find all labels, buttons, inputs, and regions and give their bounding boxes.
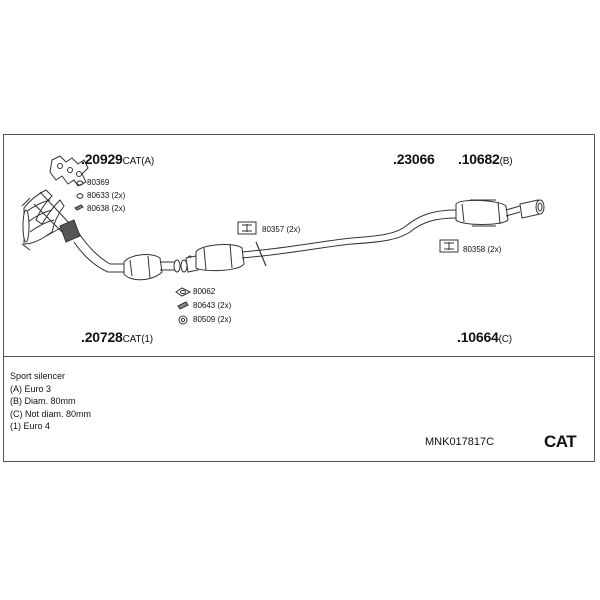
exhaust-manifold-icon bbox=[21, 189, 71, 251]
rear-silencer-icon bbox=[455, 199, 521, 227]
bolt-80638-icon bbox=[74, 204, 84, 211]
part-80633-label: 80633 (2x) bbox=[87, 191, 126, 200]
middle-silencer-icon bbox=[185, 243, 263, 273]
kit-code: MNK017817C bbox=[425, 436, 495, 448]
nut-80633-icon bbox=[76, 193, 84, 199]
hanger-80357-icon bbox=[237, 221, 257, 235]
part-80643-label: 80643 (2x) bbox=[193, 301, 232, 310]
gasket-80369-icon bbox=[76, 180, 84, 186]
diagram-frame bbox=[3, 134, 595, 462]
part-20929-label: .20929CAT(A) bbox=[81, 151, 155, 167]
part-80638-label: 80638 (2x) bbox=[87, 204, 126, 213]
connecting-pipe-icon bbox=[261, 209, 457, 257]
legend: Sport silencer (A) Euro 3 (B) Diam. 80mm… bbox=[10, 370, 91, 433]
catalytic-converter-icon bbox=[123, 254, 181, 281]
part-20728-label: .20728CAT(1) bbox=[81, 329, 153, 345]
manifold-gasket-icon bbox=[49, 155, 89, 187]
part-80369-label: 80369 bbox=[87, 178, 110, 187]
part-80509-label: 80509 (2x) bbox=[193, 315, 232, 324]
part-23066-label: .23066 bbox=[393, 151, 435, 167]
legend-line-c: (C) Not diam. 80mm bbox=[10, 408, 92, 419]
gasket-80062-icon bbox=[175, 287, 192, 297]
brand-logo: CAT bbox=[544, 432, 577, 451]
part-80357-label: 80357 (2x) bbox=[262, 225, 301, 234]
legend-divider bbox=[3, 356, 595, 357]
part-10682-label: .10682(B) bbox=[458, 151, 513, 167]
part-10664-label: .10664(C) bbox=[457, 329, 512, 345]
manifold-catalyst-icon bbox=[59, 219, 126, 273]
legend-line-title: Sport silencer bbox=[10, 371, 66, 381]
legend-line-1: (1) Euro 4 bbox=[10, 421, 51, 431]
tail-pipe-icon bbox=[519, 199, 545, 219]
legend-line-a: (A) Euro 3 bbox=[10, 383, 52, 394]
hanger-80358-icon bbox=[439, 239, 459, 253]
nut-80509-icon bbox=[178, 315, 188, 325]
part-80358-label: 80358 (2x) bbox=[463, 245, 502, 254]
part-80062-label: 80062 bbox=[193, 287, 216, 296]
pipe-hanger-icon bbox=[255, 241, 267, 267]
bolt-80643-icon bbox=[177, 301, 189, 310]
legend-line-b: (B) Diam. 80mm bbox=[10, 396, 76, 406]
